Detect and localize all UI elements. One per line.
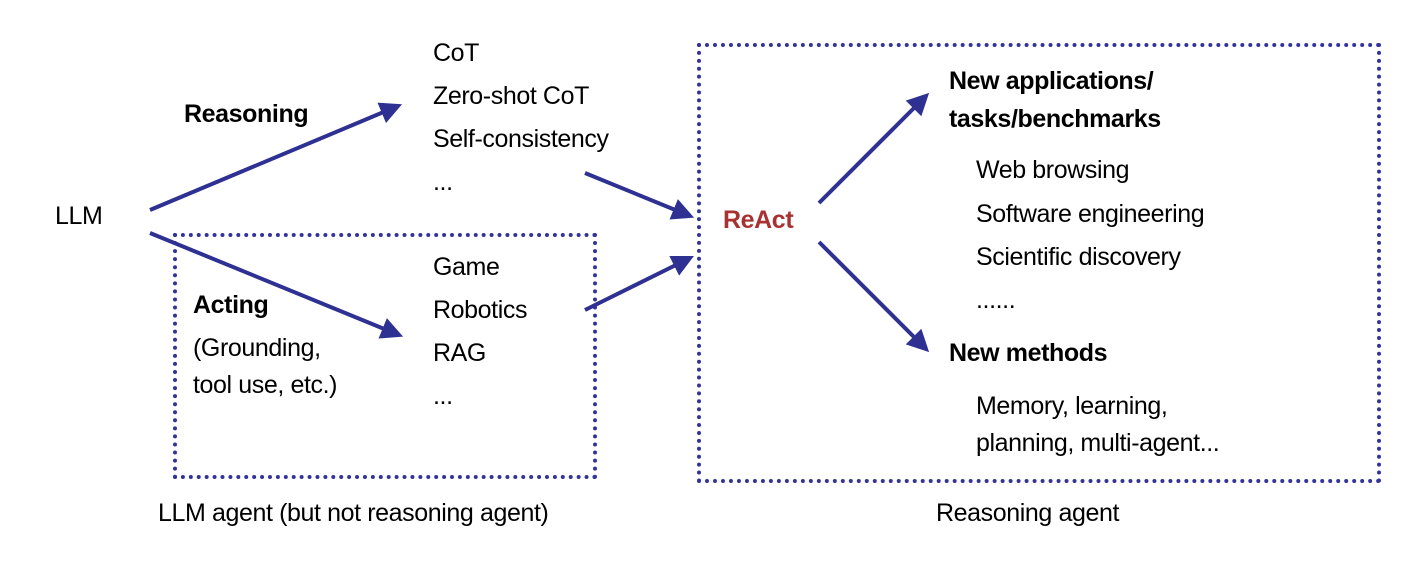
- reasoning-label: Reasoning: [184, 100, 309, 128]
- react-node: ReAct: [723, 206, 794, 234]
- acting-item-rag: RAG: [433, 339, 486, 367]
- acting-label: Acting: [193, 291, 269, 319]
- methods-title: New methods: [949, 339, 1108, 367]
- applications-title-line-2: tasks/benchmarks: [949, 105, 1161, 133]
- llm-agent-group-box: [173, 233, 597, 479]
- llm-node: LLM: [55, 202, 103, 230]
- acting-item-ellipsis: ...: [433, 382, 453, 410]
- reasoning-agent-group-box: [697, 43, 1381, 483]
- reasoning-agent-caption: Reasoning agent: [936, 499, 1120, 527]
- application-item-web-browsing: Web browsing: [976, 156, 1130, 184]
- acting-sublabel-line-1: (Grounding,: [193, 334, 321, 362]
- arrow-react-to-applications: [817, 92, 930, 205]
- arrow-llm-to-reasoning: [149, 102, 403, 212]
- reasoning-item-zero-shot-cot: Zero-shot CoT: [433, 82, 589, 110]
- reasoning-item-ellipsis: ...: [433, 168, 453, 196]
- acting-sublabel-line-2: tool use, etc.): [193, 371, 338, 399]
- application-item-scientific-discovery: Scientific discovery: [976, 243, 1181, 271]
- methods-item-line-1: Memory, learning,: [976, 392, 1168, 420]
- acting-item-robotics: Robotics: [433, 296, 528, 324]
- applications-title-line-1: New applications/: [949, 67, 1154, 95]
- arrow-reasoning-to-react: [584, 171, 695, 220]
- arrow-llm-to-acting: [149, 231, 404, 339]
- application-item-software-engineering: Software engineering: [976, 200, 1205, 228]
- llm-agent-caption: LLM agent (but not reasoning agent): [158, 499, 549, 527]
- reasoning-item-self-consistency: Self-consistency: [433, 125, 609, 153]
- arrow-react-to-methods: [817, 240, 930, 353]
- application-item-ellipsis: ......: [976, 286, 1016, 314]
- reasoning-item-cot: CoT: [433, 39, 480, 67]
- methods-item-line-2: planning, multi-agent...: [976, 429, 1220, 457]
- arrow-acting-to-react: [584, 255, 694, 312]
- acting-item-game: Game: [433, 253, 500, 281]
